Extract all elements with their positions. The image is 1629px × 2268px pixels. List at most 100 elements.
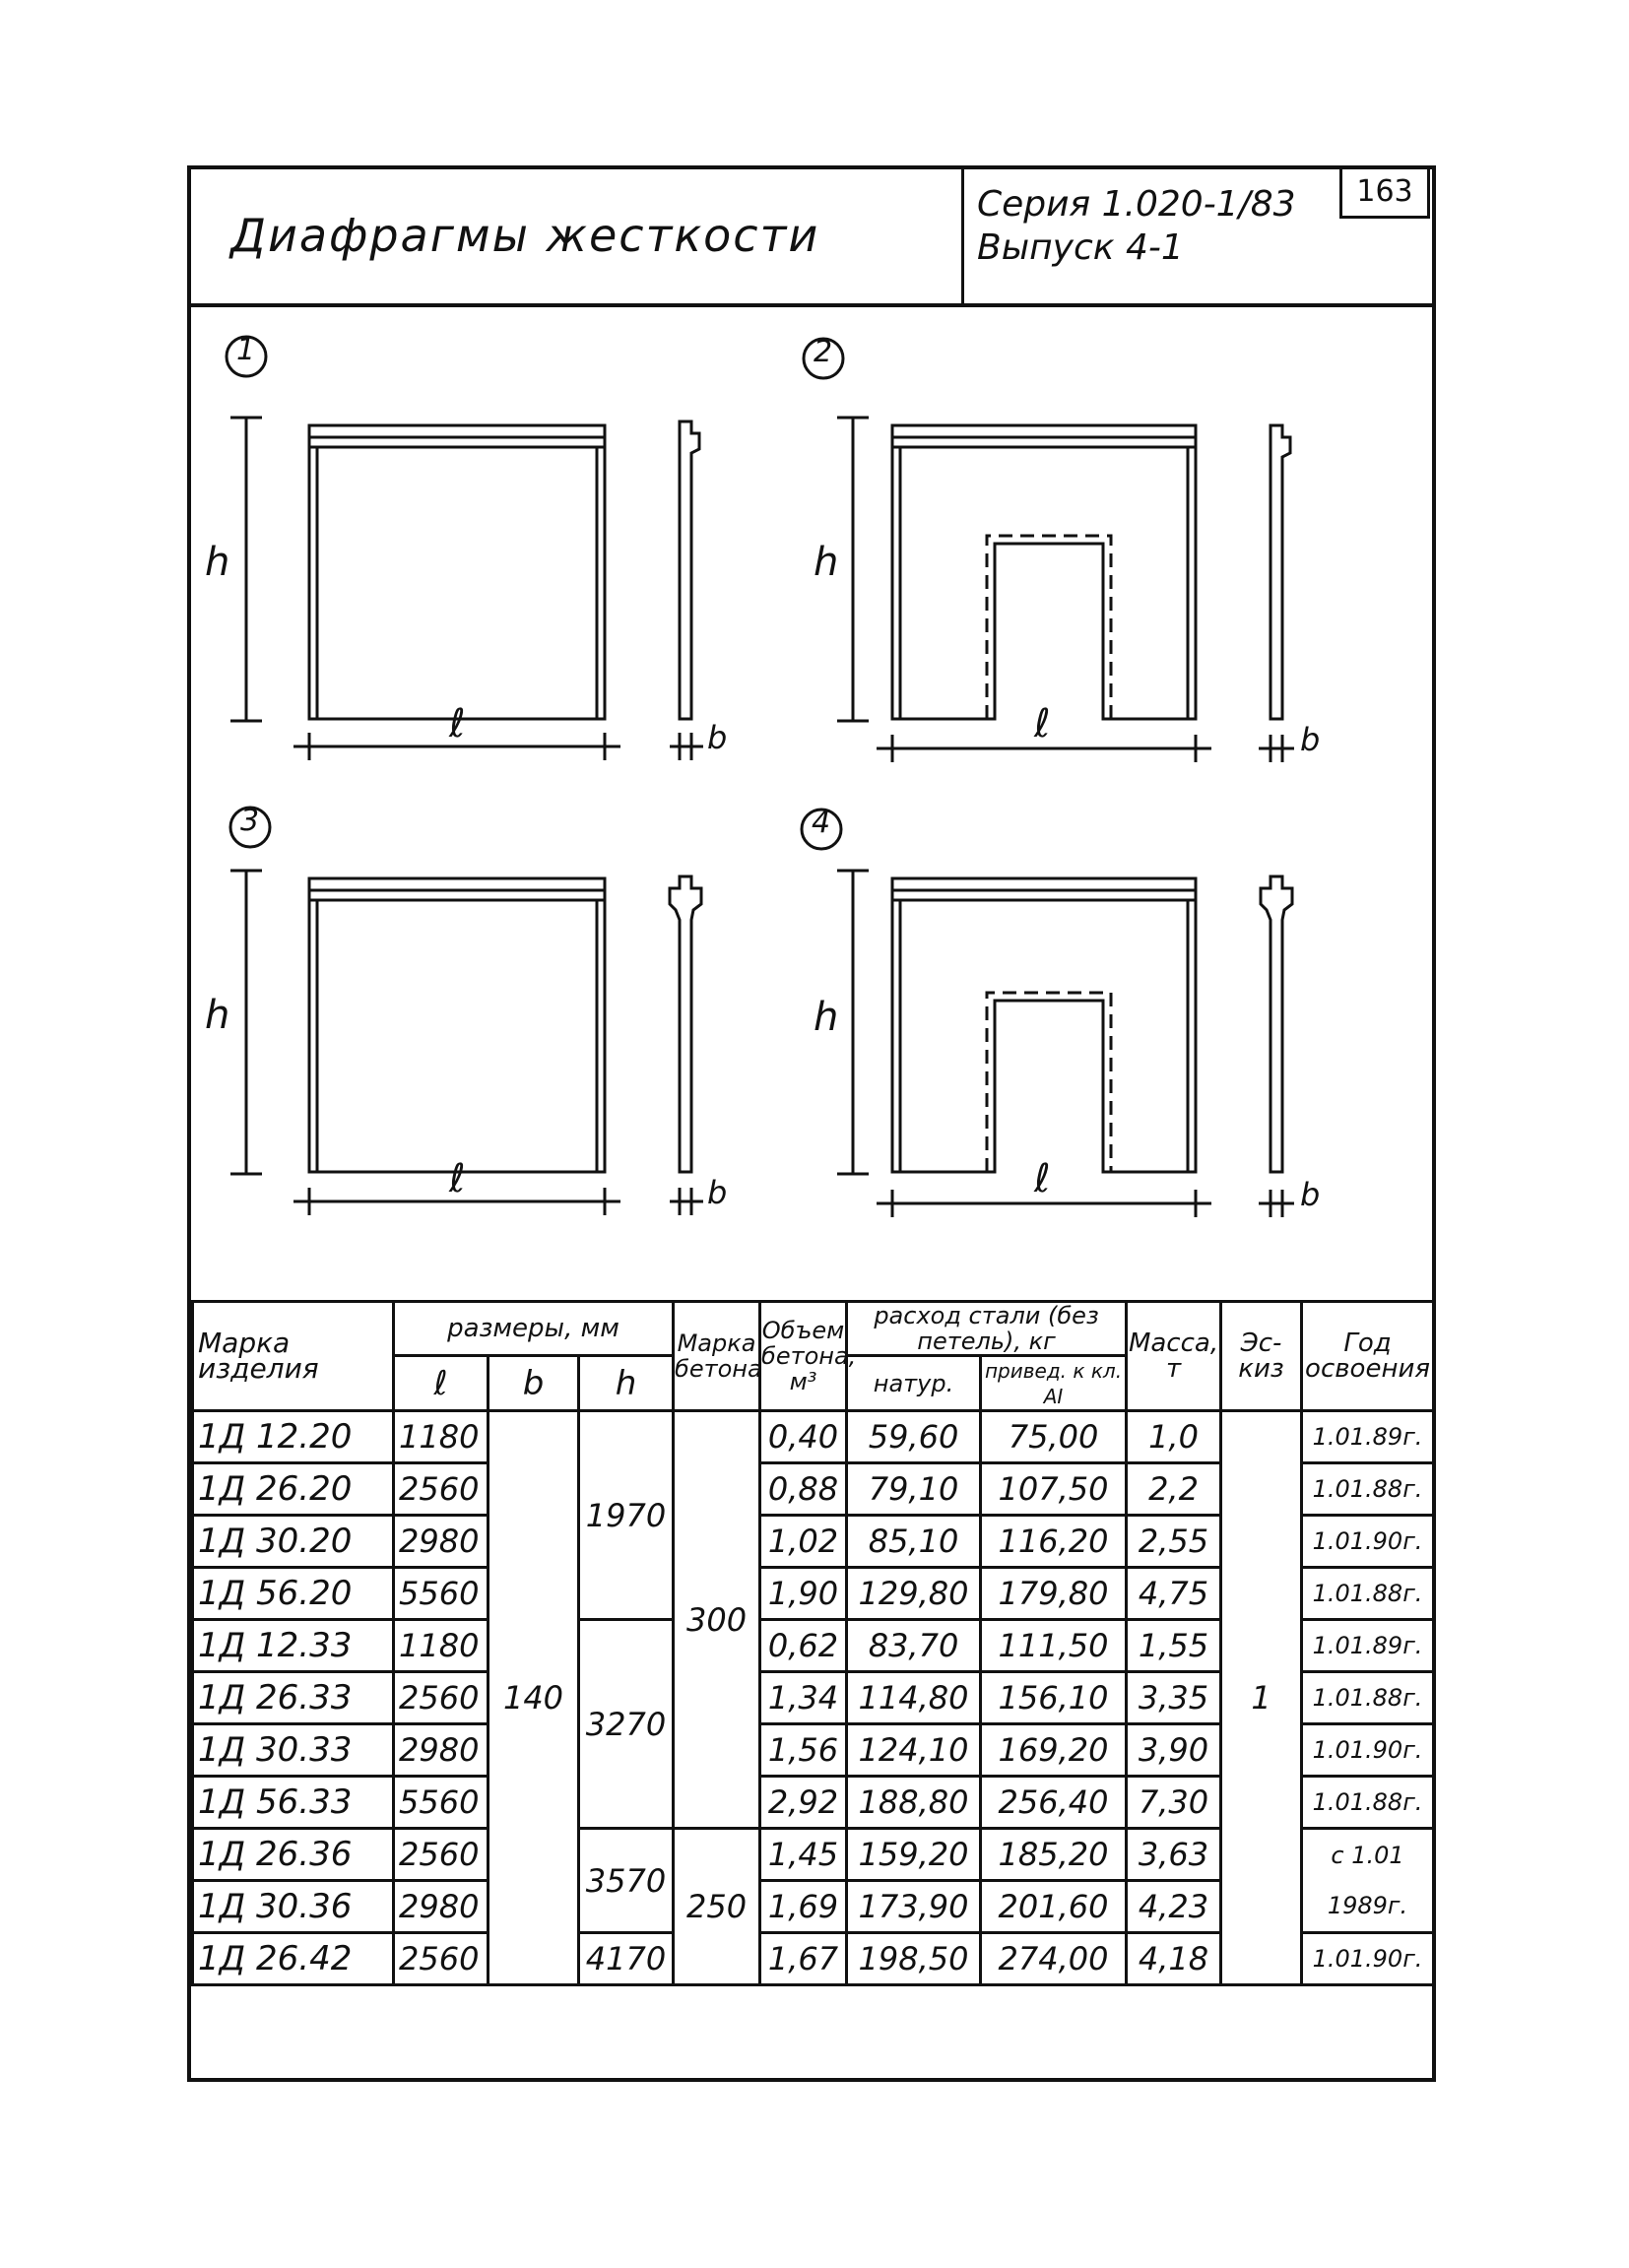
row-year: 1.01.90г. — [1300, 1931, 1436, 1986]
row-volume: 0,88 — [758, 1461, 849, 1517]
drawing-3-dim-l: ℓ — [449, 1156, 466, 1201]
drawing-4 — [800, 808, 1294, 1217]
col-steel-nat: натур. — [845, 1354, 983, 1412]
drawings-area: 1 2 3 4 h ℓ b h ℓ b h ℓ b h ℓ b — [191, 307, 1432, 1300]
row-volume: 1,34 — [758, 1670, 849, 1725]
b-value: 140 — [487, 1409, 580, 1986]
drawing-4-panel — [890, 876, 1198, 1174]
row-steel-red: 169,20 — [979, 1722, 1129, 1778]
col-h: h — [576, 1354, 676, 1412]
table-row: 1Д 30.36 2980 1,69 173,90 201,60 4,23 19… — [191, 1879, 1436, 1934]
row-mass: 2,2 — [1125, 1461, 1223, 1517]
row-mark: 1Д 26.33 — [191, 1670, 395, 1725]
drawing-3-panel — [307, 876, 607, 1174]
drawing-1-section — [678, 420, 701, 721]
sketch-value: 1 — [1219, 1409, 1304, 1986]
row-mark: 1Д 12.33 — [191, 1618, 395, 1673]
row-mark: 1Д 30.20 — [191, 1514, 395, 1569]
row-mass: 2,55 — [1125, 1514, 1223, 1569]
drawing-1 — [225, 335, 703, 760]
row-mark: 1Д 56.20 — [191, 1566, 395, 1621]
row-year: 1.01.88г. — [1300, 1670, 1436, 1725]
h-group-4170: 4170 — [576, 1931, 676, 1986]
row-year: 1.01.89г. — [1300, 1618, 1436, 1673]
row-mark: 1Д 30.36 — [191, 1879, 395, 1934]
col-b: b — [487, 1354, 580, 1412]
drawing-3-dim-b: b — [707, 1174, 728, 1211]
drawing-4-number: 4 — [812, 806, 831, 840]
table-row: 1Д 26.33 2560 1,34 114,80 156,10 3,35 1.… — [191, 1670, 1436, 1725]
h-group-3570: 3570 — [576, 1827, 676, 1934]
row-l: 2980 — [392, 1722, 489, 1778]
grade-group-250: 250 — [672, 1827, 762, 1986]
page-title: Диафрагмы жесткости — [230, 209, 820, 262]
row-l: 2560 — [392, 1827, 489, 1882]
row-mass: 3,63 — [1125, 1827, 1223, 1882]
row-year: 1.01.88г. — [1300, 1775, 1436, 1830]
row-volume: 2,92 — [758, 1775, 849, 1830]
row-steel-nat: 129,80 — [845, 1566, 983, 1621]
row-mark: 1Д 30.33 — [191, 1722, 395, 1778]
drawing-2 — [802, 337, 1294, 762]
row-volume: 1,69 — [758, 1879, 849, 1934]
row-l: 1180 — [392, 1618, 489, 1673]
row-l: 2980 — [392, 1879, 489, 1934]
row-mark: 1Д 12.20 — [191, 1409, 395, 1464]
row-steel-red: 116,20 — [979, 1514, 1129, 1569]
row-mass: 7,30 — [1125, 1775, 1223, 1830]
table-row: 1Д 26.42 2560 4170 1,67 198,50 274,00 4,… — [191, 1931, 1436, 1986]
drawing-2-dim-h: h — [814, 540, 839, 585]
drawing-3-dim-h: h — [205, 993, 230, 1038]
drawing-4-section — [1259, 875, 1294, 1174]
col-year: Год освоения — [1300, 1300, 1436, 1412]
drawing-1-number: 1 — [236, 333, 256, 367]
row-l: 2560 — [392, 1461, 489, 1517]
title-block: Диафрагмы жесткости Серия 1.020-1/83 Вып… — [191, 169, 1432, 307]
title-divider — [961, 169, 964, 307]
row-mass: 4,18 — [1125, 1931, 1223, 1986]
row-volume: 0,62 — [758, 1618, 849, 1673]
row-l: 5560 — [392, 1566, 489, 1621]
row-mass: 1,55 — [1125, 1618, 1223, 1673]
drawing-4-dim-l: ℓ — [1034, 1156, 1051, 1201]
row-year: 1.01.88г. — [1300, 1566, 1436, 1621]
col-mass: Масса, т — [1125, 1300, 1223, 1412]
drawing-1-dim-h: h — [205, 540, 230, 585]
row-steel-red: 75,00 — [979, 1409, 1129, 1464]
row-mass: 4,23 — [1125, 1879, 1223, 1934]
series-number: Серия 1.020-1/83 — [977, 184, 1296, 225]
table-row: 1Д 26.36 2560 3570 250 1,45 159,20 185,2… — [191, 1827, 1436, 1986]
row-steel-nat: 188,80 — [845, 1775, 983, 1830]
drawing-2-dim-l: ℓ — [1034, 701, 1051, 746]
drawing-4-dim-b: b — [1300, 1176, 1321, 1213]
row-l: 1180 — [392, 1409, 489, 1464]
drawing-4-dim-h: h — [814, 995, 839, 1040]
row-year: 1.01.90г. — [1300, 1514, 1436, 1569]
row-l: 2980 — [392, 1514, 489, 1569]
h-group-3270: 3270 — [576, 1618, 676, 1830]
col-concrete-volume: Объем бетона, м³ — [758, 1300, 856, 1412]
table-row: 1Д 56.20 5560 1,90 129,80 179,80 4,75 1.… — [191, 1566, 1436, 1621]
drawing-2-panel — [890, 423, 1198, 721]
row-steel-nat: 124,10 — [845, 1722, 983, 1778]
row-steel-red: 111,50 — [979, 1618, 1129, 1673]
row-mass: 3,90 — [1125, 1722, 1223, 1778]
h-group-1970: 1970 — [576, 1409, 676, 1621]
row-steel-nat: 85,10 — [845, 1514, 983, 1569]
drawing-2-section — [1269, 423, 1292, 721]
row-year: 1989г. — [1300, 1880, 1436, 1934]
row-steel-nat: 79,10 — [845, 1461, 983, 1517]
drawing-3-marker — [228, 806, 272, 849]
drawings-svg — [225, 335, 1294, 1217]
drawing-4-marker — [800, 808, 843, 851]
drawing-3-number: 3 — [240, 804, 260, 838]
drawing-2-marker — [802, 337, 845, 380]
table-row: 1Д 26.20 2560 0,88 79,10 107,50 2,2 1.01… — [191, 1461, 1436, 1517]
row-steel-red: 185,20 — [979, 1827, 1129, 1882]
row-mass: 4,75 — [1125, 1566, 1223, 1621]
issue-number: Выпуск 4-1 — [977, 227, 1184, 268]
row-mark: 1Д 26.36 — [191, 1827, 395, 1882]
table-row: 1Д 12.33 1180 3270 0,62 83,70 111,50 1,5… — [191, 1618, 1436, 1830]
row-volume: 1,67 — [758, 1931, 849, 1986]
row-volume: 1,45 — [758, 1827, 849, 1882]
